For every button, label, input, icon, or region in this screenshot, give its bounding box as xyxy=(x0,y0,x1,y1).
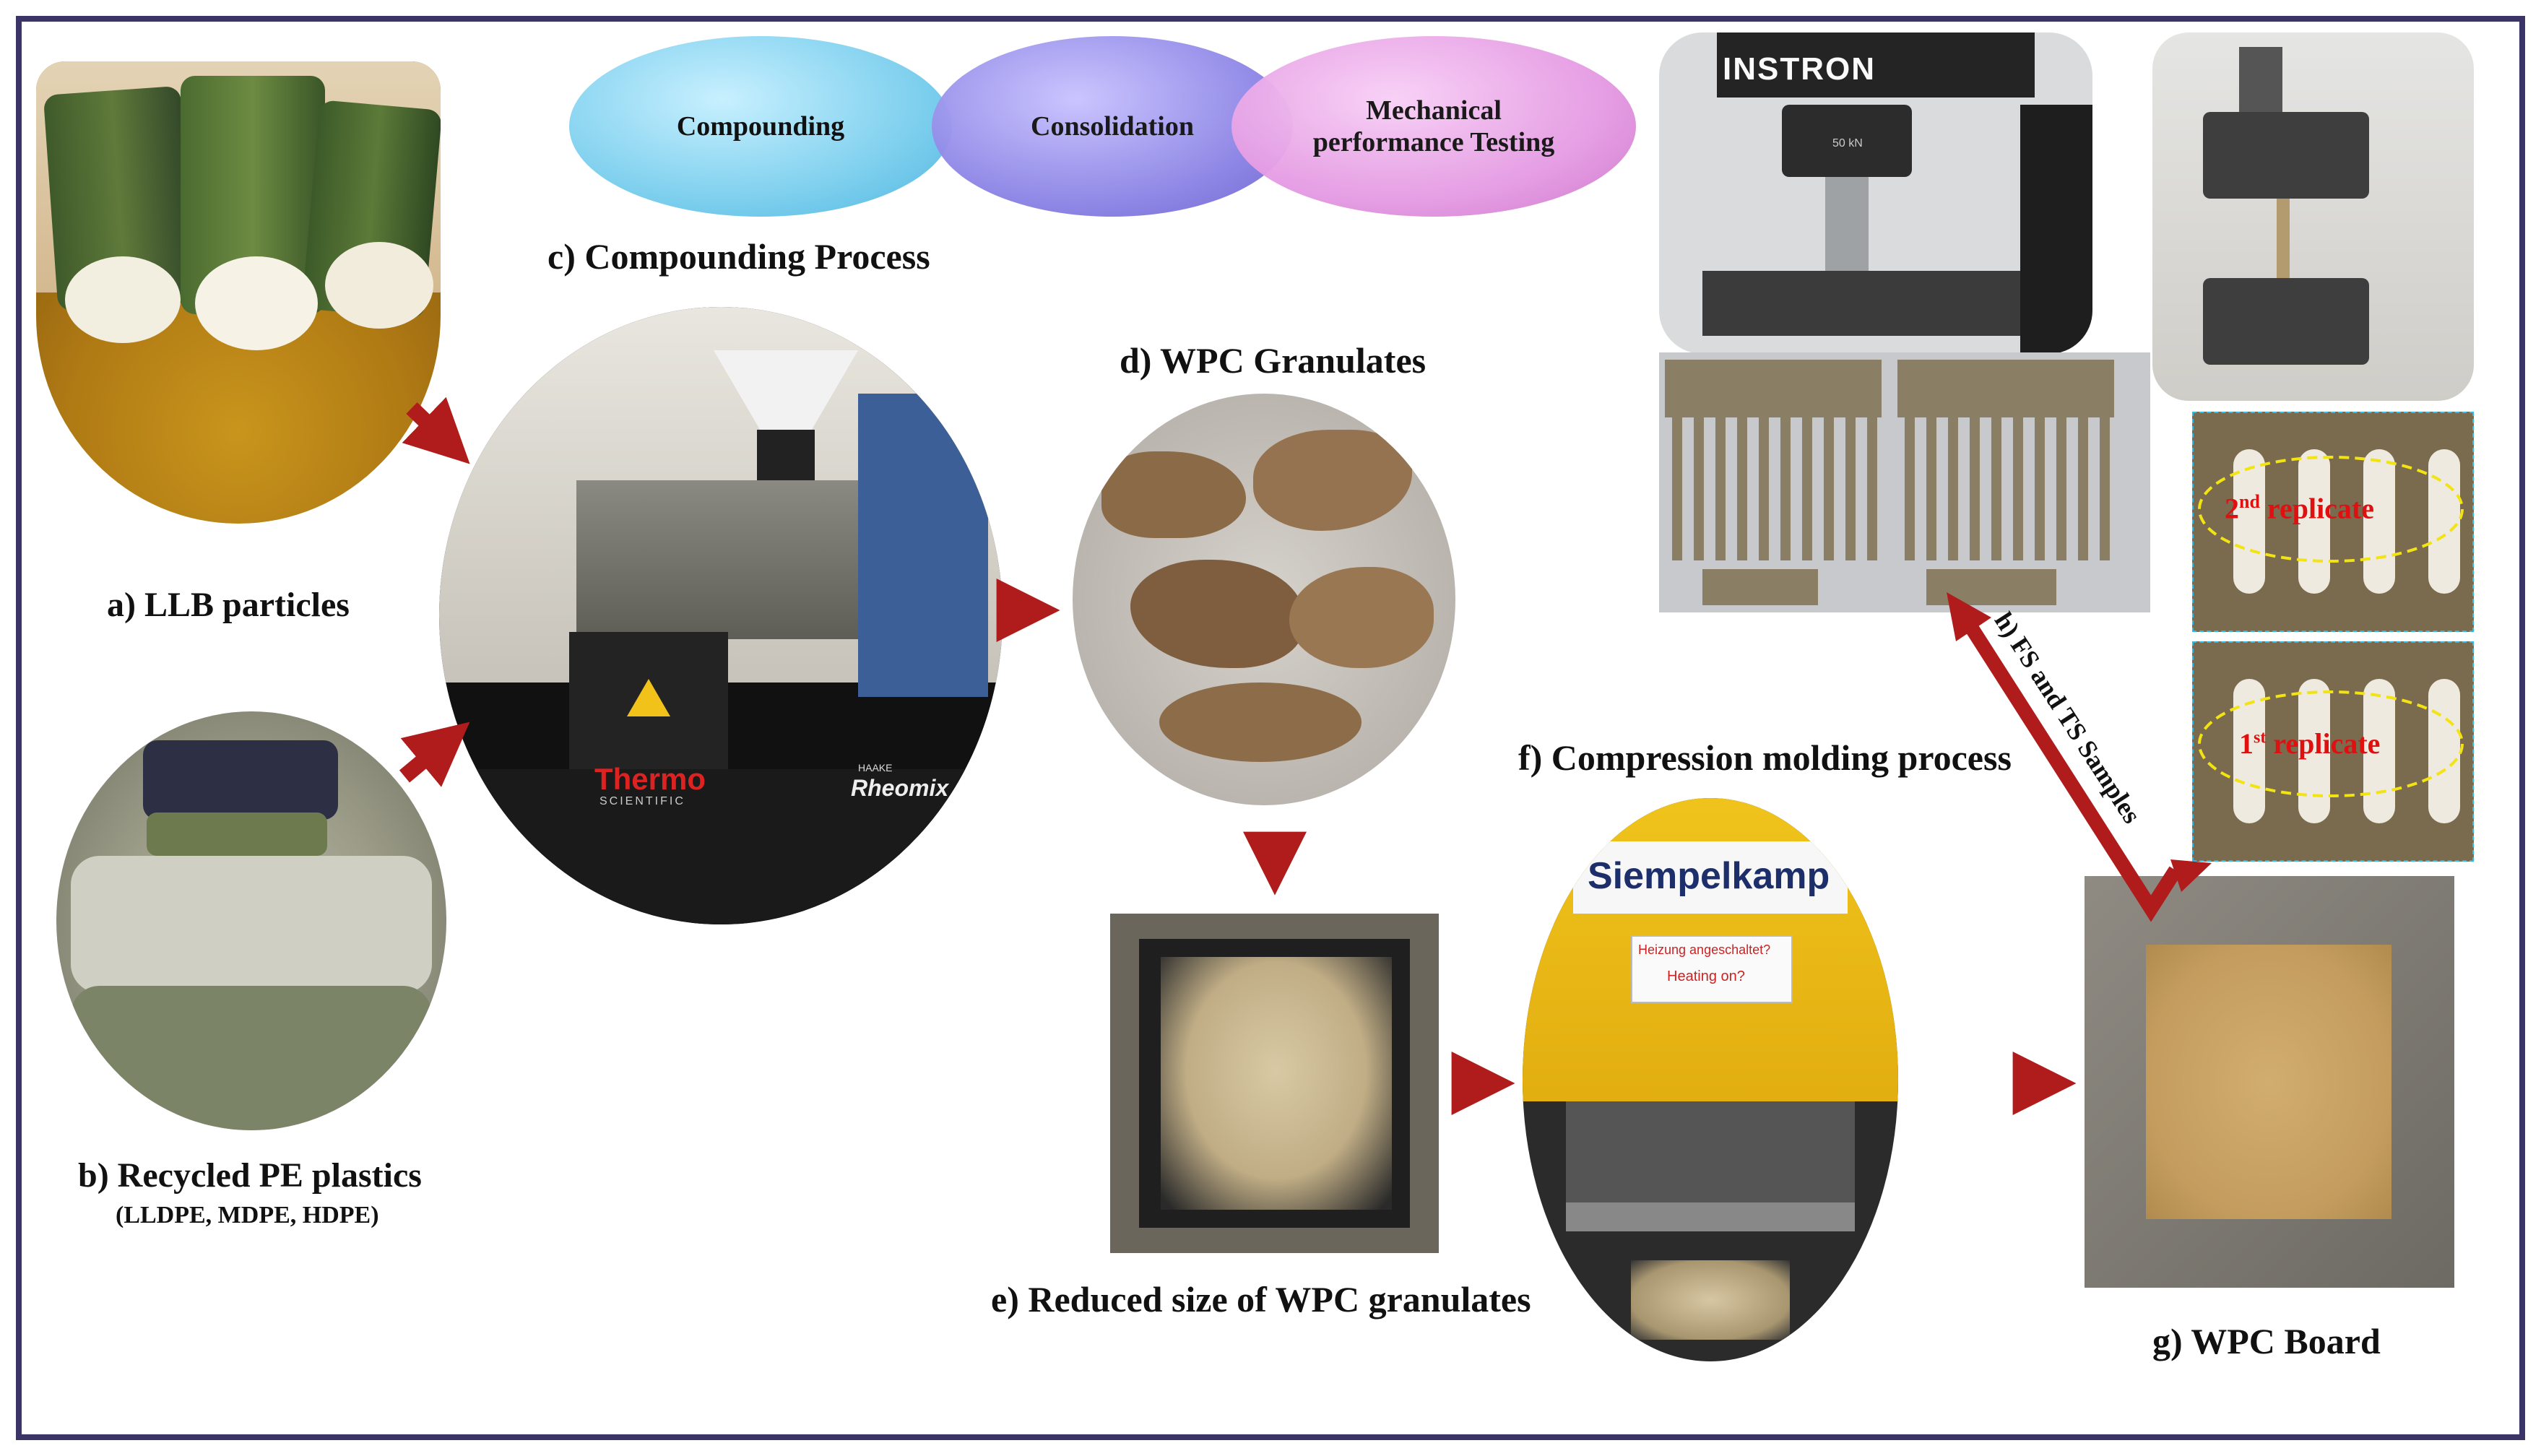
venn-consolidation-text: Consolidation xyxy=(1031,111,1194,142)
instron-logo: INSTRON xyxy=(1723,51,1876,87)
sample-bar xyxy=(1970,416,1980,560)
sample-bar xyxy=(1867,416,1877,560)
sample-bar xyxy=(1802,416,1812,560)
arrowhead-samples-top xyxy=(1947,592,1991,641)
venn-compounding-text: Compounding xyxy=(676,111,845,142)
wpc-board-photo xyxy=(2085,876,2454,1288)
arrow-pe-to-compounder xyxy=(399,722,470,787)
compression-molding-photo: Siempelkamp Heizung angeschaltet? Heatin… xyxy=(1523,798,1898,1361)
sample-bar xyxy=(2100,416,2110,560)
reduced-size-granulates-photo xyxy=(1110,914,1439,1253)
second-replicate-ellipse xyxy=(2198,456,2464,563)
venn-mechanical-text-2: performance Testing xyxy=(1312,127,1555,157)
sample-bar xyxy=(1672,416,1682,560)
label-wpc-granulates: d) WPC Granulates xyxy=(1120,340,1427,381)
label-recycled-pe-plastics: b) Recycled PE plastics xyxy=(78,1156,422,1195)
venn-mechanical-text-1: Mechanical xyxy=(1366,95,1502,126)
instron-testing-machine-photo: INSTRON 50 kN xyxy=(1659,32,2092,354)
recycled-pe-plastics-photo xyxy=(56,711,446,1130)
sample-bar xyxy=(1991,416,2001,560)
sample-bar xyxy=(1694,416,1704,560)
load-cell-text: 50 kN xyxy=(1832,137,1863,150)
first-replicate-ellipse xyxy=(2198,690,2464,797)
rheomix-text: Rheomix xyxy=(851,775,949,801)
heating-sign-en: Heating on? xyxy=(1667,968,1745,984)
thermo-logo: Thermo xyxy=(594,762,706,796)
flow-arrows xyxy=(399,396,2212,1115)
sample-bar xyxy=(1737,416,1747,560)
sample-bar xyxy=(1759,416,1769,560)
sample-bar xyxy=(2013,416,2023,560)
first-replicate-word: replicate xyxy=(2273,727,2381,760)
second-replicate-suffix: nd xyxy=(2239,491,2260,512)
sample-bar xyxy=(1824,416,1834,560)
sample-bar xyxy=(1905,416,1915,560)
sample-bar xyxy=(2035,416,2045,560)
second-replicate-number: 2 xyxy=(2225,492,2239,525)
second-replicate-label: 2nd replicate xyxy=(2225,491,2374,525)
wpc-granulates-photo xyxy=(1073,394,1455,805)
sample-bar xyxy=(1845,416,1856,560)
sample-bar xyxy=(1780,416,1791,560)
label-llb-particles: a) LLB particles xyxy=(107,586,350,624)
sample-bar xyxy=(1948,416,1958,560)
haake-text: HAAKE xyxy=(858,762,893,774)
venn-mechanical-testing: Mechanical performance Testing xyxy=(1231,36,1636,217)
first-replicate-label: 1st replicate xyxy=(2239,727,2380,760)
tensile-grip-photo xyxy=(2152,32,2474,401)
label-reduced-size-granulates: e) Reduced size of WPC granulates xyxy=(991,1279,1531,1320)
thermo-scientific-text: SCIENTIFIC xyxy=(599,795,685,807)
fs-ts-samples-photo xyxy=(1659,352,2150,612)
first-replicate-suffix: st xyxy=(2254,728,2267,748)
arrow-board-to-samples xyxy=(1965,624,2182,922)
arrowhead-replicates xyxy=(2170,859,2212,892)
second-replicate-word: replicate xyxy=(2267,492,2375,525)
first-replicate-number: 1 xyxy=(2239,727,2254,760)
label-compounding-process: c) Compounding Process xyxy=(547,236,930,277)
llb-particles-photo xyxy=(36,61,441,524)
sample-bar xyxy=(2078,416,2088,560)
first-replicate-photo xyxy=(2192,641,2474,862)
rheomix-compounder-photo: Thermo SCIENTIFIC HAAKE Rheomix xyxy=(439,307,1003,924)
second-replicate-photo xyxy=(2192,412,2474,632)
heating-sign-de: Heizung angeschaltet? xyxy=(1638,942,1771,957)
sample-bar xyxy=(2056,416,2066,560)
siempelkamp-logo: Siempelkamp xyxy=(1588,855,1830,897)
label-pe-types: (LLDPE, MDPE, HDPE) xyxy=(116,1202,379,1228)
label-compression-molding: f) Compression molding process xyxy=(1518,737,2012,778)
venn-compounding: Compounding xyxy=(569,36,952,217)
arrow-llb-to-compounder xyxy=(402,396,470,464)
sample-bar xyxy=(1715,416,1726,560)
sample-bar xyxy=(1926,416,1936,560)
label-wpc-board: g) WPC Board xyxy=(2152,1321,2381,1361)
